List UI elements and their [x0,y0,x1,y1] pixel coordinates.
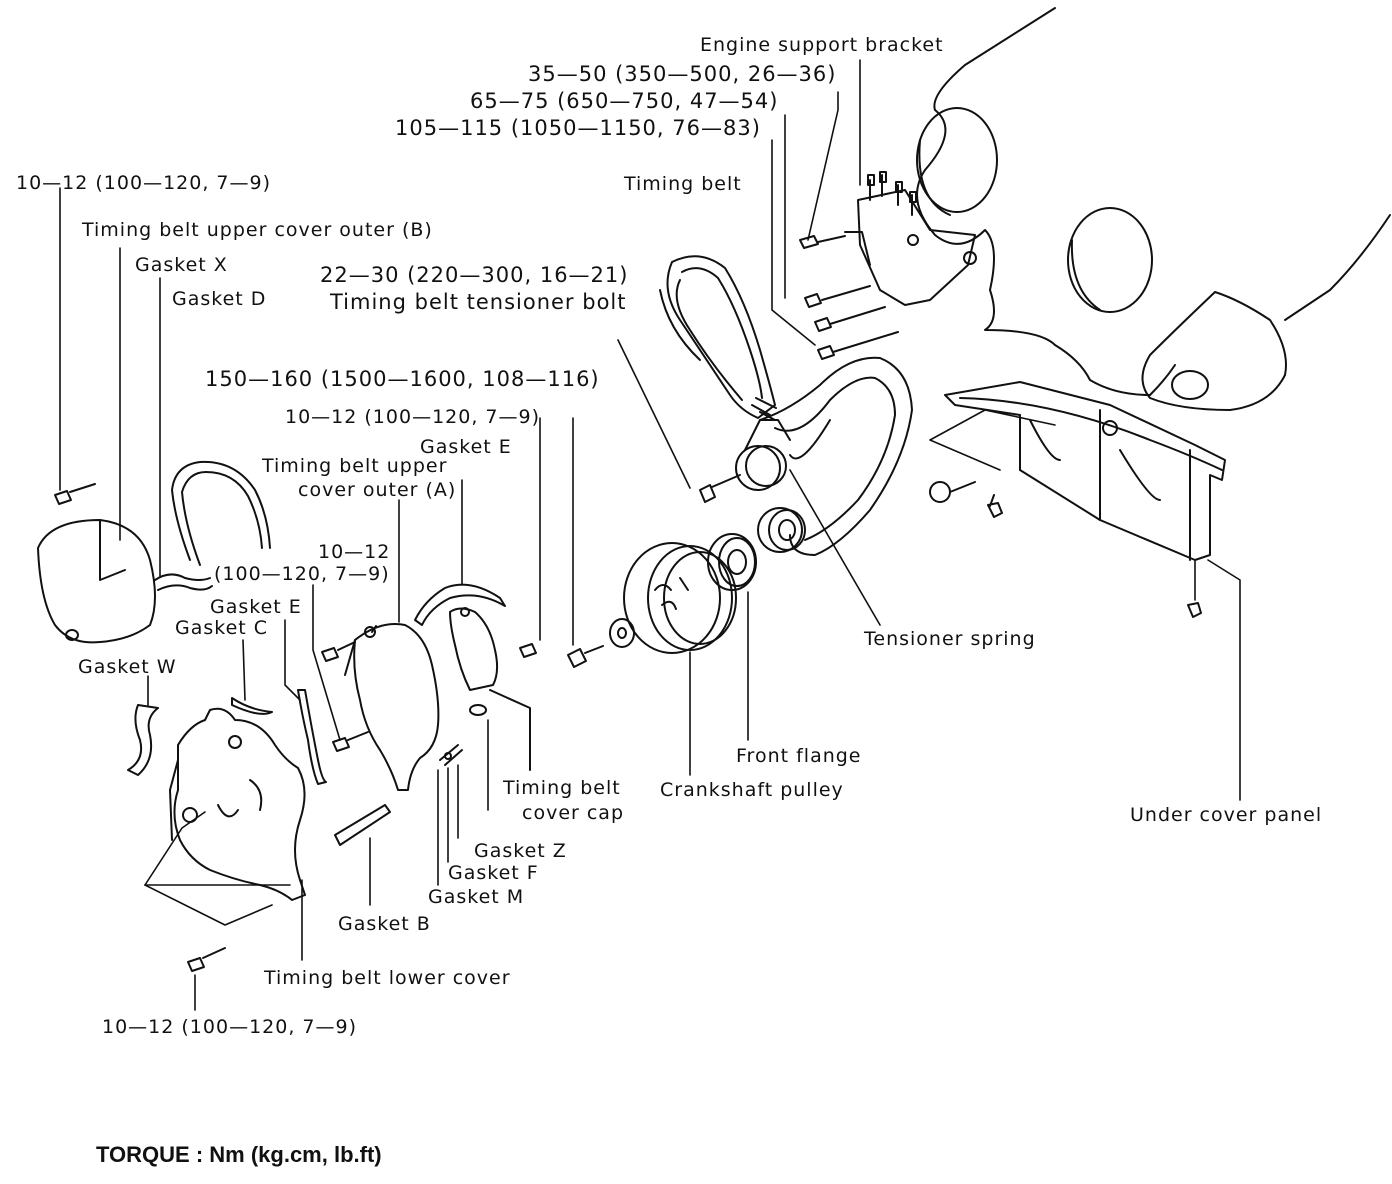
label-torque-105-115: 105—115 (1050—1150, 76—83) [395,116,761,140]
label-cover-cap-2: cover cap [522,802,625,824]
gasket-w-part [127,704,159,776]
bracket-bolts [799,235,899,360]
label-gasket-f: Gasket F [448,862,539,884]
label-gasket-e-right: Gasket E [420,436,512,458]
label-front-flange: Front flange [736,745,862,767]
label-gasket-d: Gasket D [172,288,267,310]
label-gasket-e-left: Gasket E [210,596,302,618]
label-gasket-x: Gasket X [135,254,228,276]
upper-cover-outer-b-part [37,519,156,644]
label-torque-65-75: 65—75 (650—750, 47—54) [470,89,779,113]
gasket-b-part [334,804,391,846]
timing-belt-loop [759,356,913,556]
front-flange-part [707,533,757,591]
under-cover-bolts [929,481,1202,618]
gasket-c-part [231,697,273,715]
label-tensioner-spring: Tensioner spring [864,628,1036,650]
lower-cover-part [169,707,306,901]
timing-belt-part [659,255,776,419]
crankshaft-sprocket [757,507,806,553]
label-gasket-m: Gasket M [428,886,525,908]
label-tensioner-bolt: Timing belt tensioner bolt [330,290,627,314]
label-crankshaft-pulley: Crankshaft pulley [660,779,844,801]
cover-plate-part [449,607,499,691]
label-gasket-w: Gasket W [78,656,177,678]
label-gasket-z: Gasket Z [474,840,567,862]
label-torque-35-50: 35—50 (350—500, 26—36) [528,62,837,86]
label-torque-10-12-small-2: (100—120, 7—9) [214,563,390,585]
lower-cover-bolt [187,947,226,972]
under-cover-panel-part [944,381,1226,561]
label-torque-22-30: 22—30 (220—300, 16—21) [320,263,629,287]
label-torque-10-12-mid: 10—12 (100—120, 7—9) [285,406,541,428]
label-engine-support-bracket: Engine support bracket [700,34,944,56]
label-under-cover-panel: Under cover panel [1130,804,1323,826]
gasket-e-right-part [414,583,506,626]
cover-cap-part [469,689,531,771]
label-lower-cover: Timing belt lower cover [264,967,511,989]
engine-block [916,7,1391,411]
gasket-x-part [154,573,213,591]
label-torque-10-12-small-1: 10—12 [318,541,391,563]
plate-bolt [519,643,537,658]
gasket-e-left-part [297,689,327,785]
label-torque-10-12-bottom: 10—12 (100—120, 7—9) [102,1016,358,1038]
small-gaskets [439,744,463,766]
pulley-washer-bolt [567,618,635,668]
crankshaft-pulley-part [623,542,737,654]
label-torque-10-12-top: 10—12 (100—120, 7—9) [16,172,272,194]
label-upper-cover-outer-a-1: Timing belt upper [262,455,448,477]
gasket-d-part [171,460,271,566]
label-timing-belt: Timing belt [624,173,742,195]
tensioner-pulley [699,397,791,503]
label-upper-cover-outer-b: Timing belt upper cover outer (B) [82,219,433,241]
label-gasket-b: Gasket B [338,913,431,935]
label-torque-150-160: 150—160 (1500—1600, 108—116) [205,367,600,391]
engine-support-bracket-part [844,171,977,306]
label-cover-cap-1: Timing belt [503,777,621,799]
upper-cover-outer-a-part [344,623,440,791]
label-gasket-c: Gasket C [175,617,269,639]
label-upper-cover-outer-a-2: cover outer (A) [298,479,457,501]
torque-legend: TORQUE : Nm (kg.cm, lb.ft) [96,1142,382,1167]
